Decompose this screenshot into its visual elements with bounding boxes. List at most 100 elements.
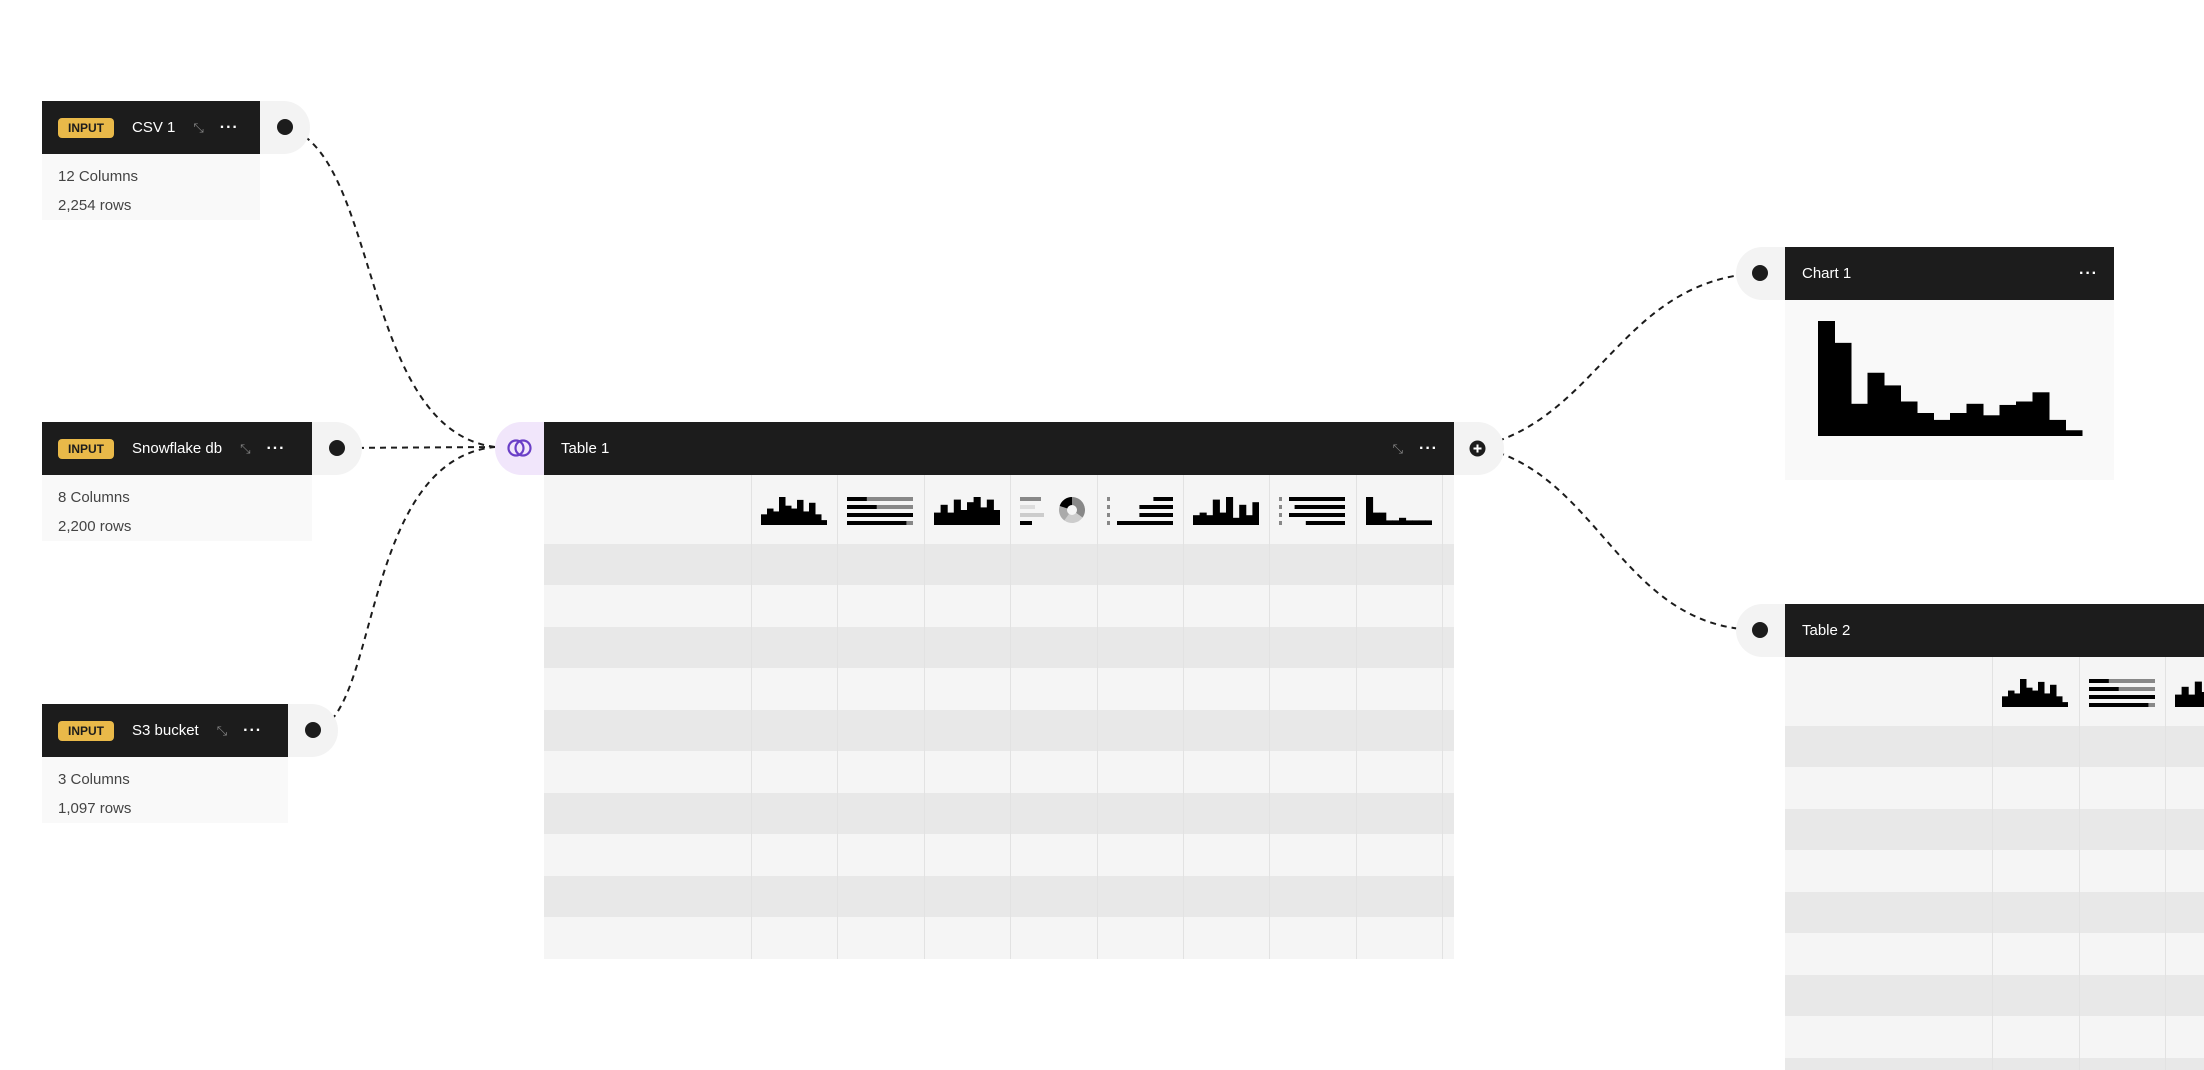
spark-track — [847, 505, 914, 509]
spark-dot — [1279, 521, 1283, 525]
column-summary-chart[interactable] — [2088, 677, 2155, 707]
port-dot[interactable] — [305, 722, 321, 738]
spark-bar — [1398, 517, 1406, 523]
input-node-header[interactable]: INPUT CSV 1 ⤡ ··· — [42, 101, 260, 154]
column-summary-chart[interactable] — [1193, 495, 1259, 525]
table-row[interactable] — [1785, 933, 2204, 975]
column-summary-chart[interactable] — [761, 495, 827, 525]
spark-dot — [1106, 513, 1110, 517]
spark-bar — [2032, 690, 2039, 705]
table1-grid[interactable] — [544, 475, 1454, 959]
input-node-summary: 3 Columns 1,097 rows — [42, 757, 288, 823]
histogram-bar — [2032, 392, 2050, 436]
spark-dot — [1106, 521, 1110, 525]
spark-dot — [1279, 513, 1283, 517]
more-icon[interactable]: ··· — [266, 439, 286, 457]
table1-title: Table 1 — [561, 440, 610, 457]
expand-icon[interactable]: ⤡ — [216, 722, 228, 738]
expand-icon[interactable]: ⤡ — [240, 440, 251, 456]
chart1-body — [1785, 300, 2114, 480]
table-row[interactable] — [544, 585, 1454, 627]
port-dot[interactable] — [329, 440, 345, 456]
table-row[interactable] — [544, 627, 1454, 668]
spark-bar — [960, 510, 968, 523]
table-row[interactable] — [544, 668, 1454, 710]
edge-csv-join — [284, 126, 496, 448]
spark-bar — [1289, 497, 1346, 501]
port-dot[interactable] — [1752, 265, 1768, 281]
spark-bar — [1239, 504, 1247, 523]
input-node-header[interactable]: INPUT S3 bucket ⤡ ··· — [42, 704, 288, 757]
column-divider — [1992, 657, 1993, 1070]
table-row[interactable] — [1785, 1016, 2204, 1058]
column-summary-chart[interactable] — [1020, 495, 1086, 525]
input-badge: INPUT — [58, 438, 114, 459]
more-icon[interactable]: ··· — [2079, 264, 2098, 282]
port-dot[interactable] — [1752, 622, 1768, 638]
input-badge: INPUT — [58, 117, 114, 138]
column-summary-chart[interactable] — [847, 495, 914, 525]
join-button[interactable] — [495, 422, 544, 475]
column-summary-chart[interactable] — [2002, 677, 2068, 707]
histogram-bar — [1917, 413, 1934, 436]
more-icon[interactable]: ··· — [243, 721, 263, 739]
expand-icon[interactable]: ⤡ — [193, 119, 204, 135]
spark-bar — [1372, 512, 1380, 523]
table-row[interactable] — [544, 876, 1454, 917]
row-count: 2,200 rows — [58, 518, 132, 535]
spark-bar — [986, 499, 994, 523]
donut-slice — [1072, 497, 1086, 518]
chart1-title: Chart 1 — [1802, 265, 1852, 282]
table-row[interactable] — [544, 751, 1454, 793]
table-row[interactable] — [1785, 850, 2204, 892]
spark-bar — [847, 521, 907, 525]
column-summary-chart[interactable] — [2175, 677, 2204, 707]
spark-bar — [2026, 687, 2033, 705]
column-summary-chart[interactable] — [1365, 495, 1432, 525]
table-row[interactable] — [544, 793, 1454, 834]
expand-icon[interactable]: ⤡ — [1392, 440, 1404, 456]
spark-bar — [1116, 521, 1173, 525]
table-row[interactable] — [1785, 767, 2204, 809]
row-count: 2,254 rows — [58, 197, 132, 214]
table-row[interactable] — [1785, 809, 2204, 850]
table2-grid[interactable] — [1785, 657, 2204, 1070]
spark-baseline — [2002, 705, 2068, 707]
column-summary-chart[interactable] — [1279, 495, 1346, 525]
spark-bar — [773, 511, 780, 523]
histogram-bar — [1983, 415, 2000, 436]
donut-slice — [1064, 510, 1083, 523]
table-row[interactable] — [1785, 975, 2204, 1016]
histogram-bar — [1818, 321, 1835, 436]
spark-bar — [809, 502, 816, 523]
column-summary-chart[interactable] — [933, 495, 1000, 525]
table-row[interactable] — [544, 544, 1454, 585]
table-row[interactable] — [1785, 1058, 2204, 1070]
column-divider — [1096, 475, 1098, 959]
table-row[interactable] — [544, 710, 1454, 751]
spark-bar — [973, 497, 981, 523]
spark-bar — [1152, 497, 1173, 501]
table-row[interactable] — [1785, 726, 2204, 767]
spark-bar — [1226, 497, 1234, 523]
input-node-summary: 8 Columns 2,200 rows — [42, 475, 312, 541]
spark-bar — [953, 499, 961, 523]
table2-header[interactable]: Table 2 — [1785, 604, 2204, 657]
port-dot[interactable] — [277, 119, 293, 135]
table-row[interactable] — [544, 917, 1454, 959]
table1-header[interactable]: Table 1 ⤡ ··· — [544, 422, 1454, 475]
spark-bar — [1365, 497, 1373, 523]
more-icon[interactable]: ··· — [219, 118, 239, 136]
spark-bar — [1193, 515, 1201, 523]
spark-bar — [2088, 695, 2155, 699]
column-summary-chart[interactable] — [1106, 495, 1173, 525]
table-row[interactable] — [544, 834, 1454, 876]
chart1-header[interactable]: Chart 1 ··· — [1785, 247, 2114, 300]
input-node-header[interactable]: INPUT Snowflake db ⤡ ··· — [42, 422, 312, 475]
more-icon[interactable]: ··· — [1419, 439, 1438, 457]
table-row[interactable] — [1785, 892, 2204, 933]
add-step-button[interactable] — [1454, 422, 1504, 475]
histogram-chart — [1818, 321, 2083, 436]
input-node-summary: 12 Columns 2,254 rows — [42, 154, 260, 220]
spark-baseline — [933, 523, 1000, 525]
